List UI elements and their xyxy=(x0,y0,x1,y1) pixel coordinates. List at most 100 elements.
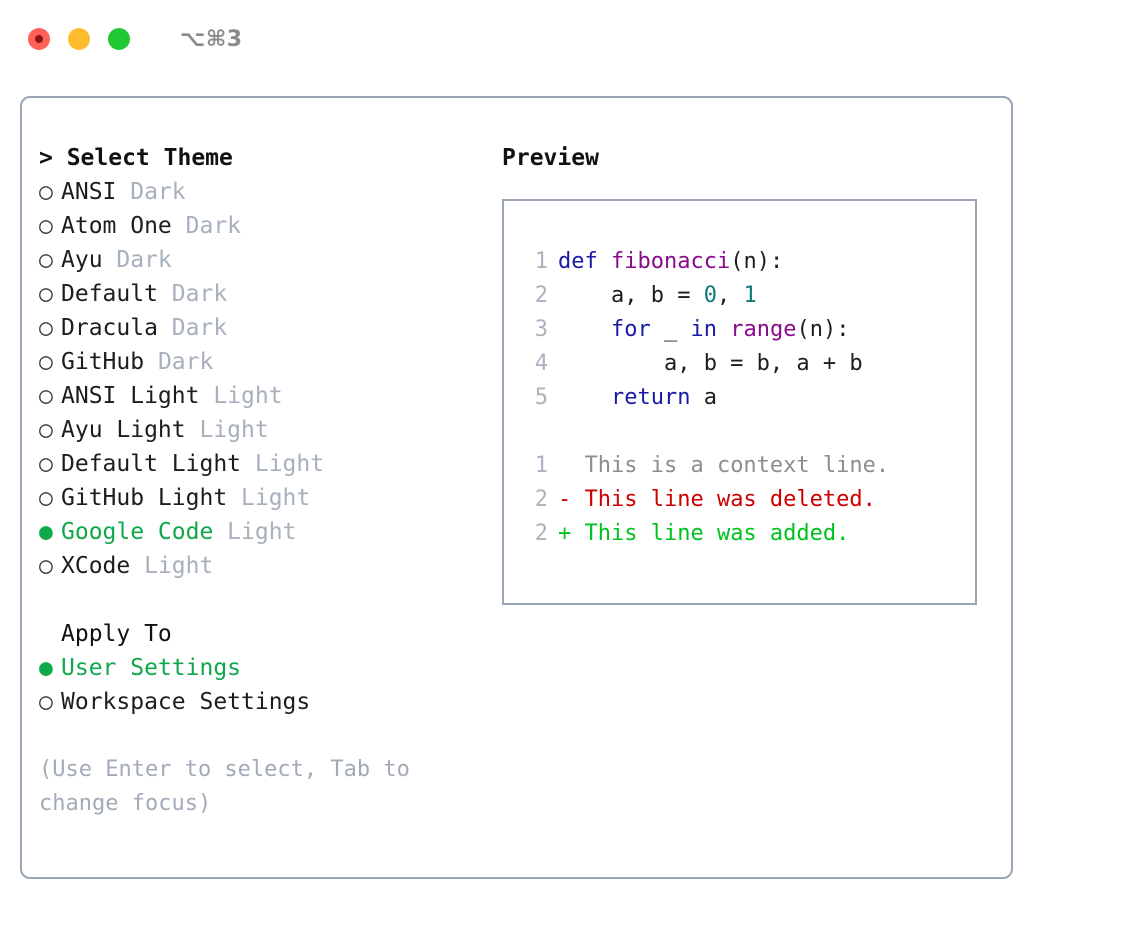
theme-option-label: Default xyxy=(61,281,158,307)
window-titlebar: ⌥⌘3 xyxy=(0,0,1140,78)
theme-option-label: Ayu xyxy=(61,247,103,273)
theme-list: ○ ANSI Dark ○ Atom One Dark ○ Ayu Dark ○ Defaul… xyxy=(39,175,489,583)
theme-option-row[interactable]: ○ ANSI Dark xyxy=(39,175,489,209)
diff-line: 2 + This line was added. xyxy=(504,517,975,551)
theme-option-tag: Dark xyxy=(116,179,186,205)
diff-preview-body: 1 This is a context line. 2- This line wa… xyxy=(504,449,975,551)
code-token: fibonacci xyxy=(610,249,731,274)
radio-unselected-icon: ○ xyxy=(39,179,53,205)
window-minimize-button[interactable] xyxy=(68,28,90,50)
code-token xyxy=(717,317,730,342)
theme-option-row[interactable]: ○ Default Light Light xyxy=(39,447,489,481)
diff-line-number: 1 xyxy=(534,453,548,478)
theme-option-tag: Dark xyxy=(102,247,172,273)
theme-option-label: Default Light xyxy=(61,451,242,477)
theme-option-tag: Dark xyxy=(157,315,228,341)
theme-option-label: Ayu Light xyxy=(61,417,186,443)
code-line-number: 3 xyxy=(534,317,548,342)
apply-to-option-row[interactable]: ○ Workspace Settings xyxy=(39,685,489,719)
radio-unselected-icon: ○ xyxy=(39,247,53,273)
theme-option-label: ANSI Light xyxy=(61,383,200,409)
apply-to-header: Apply To xyxy=(61,621,172,647)
code-token: return xyxy=(610,385,691,410)
diff-line: 1 This is a context line. xyxy=(504,449,975,483)
code-line-number: 5 xyxy=(534,385,548,410)
theme-option-label: Atom One xyxy=(61,213,172,239)
diff-text: This is a context line. xyxy=(571,453,890,478)
theme-selection-column: > Select Theme ○ANSI Dark○Atom One Dark○… xyxy=(39,141,489,821)
code-token: 0 xyxy=(703,283,717,308)
radio-unselected-icon: ○ xyxy=(39,451,53,477)
diff-text: This line was deleted. xyxy=(571,487,876,512)
theme-option-row[interactable]: ○Default Dark xyxy=(39,277,489,311)
window-maximize-button[interactable] xyxy=(108,28,130,50)
code-token: for xyxy=(610,317,651,342)
apply-to-section: Apply To ● User Settings ○ Workspace Settin… xyxy=(39,617,489,719)
theme-option-row[interactable]: ○ Atom One Dark xyxy=(39,209,489,243)
code-token: (n): xyxy=(796,317,850,342)
radio-unselected-icon: ○ xyxy=(39,417,53,443)
preview-title: Preview xyxy=(502,145,599,171)
theme-option-tag: Light xyxy=(185,417,269,443)
code-line: 3 for _ in range(n): xyxy=(504,313,975,347)
theme-option-row[interactable]: ○GitHub Dark xyxy=(39,345,489,379)
code-token: _ xyxy=(650,317,691,342)
code-token: in xyxy=(690,317,717,342)
code-line: 5 return a xyxy=(504,381,975,415)
theme-option-tag: Light xyxy=(213,519,297,545)
code-token: 1 xyxy=(743,283,757,308)
theme-option-label: Dracula xyxy=(61,315,158,341)
code-line-number: 1 xyxy=(534,249,548,274)
radio-unselected-icon: ○ xyxy=(39,383,53,409)
radio-unselected-icon: ○ xyxy=(39,281,53,307)
theme-option-row[interactable]: ○ ANSI Light Light xyxy=(39,379,489,413)
theme-option-tag: Light xyxy=(130,553,214,579)
code-line: 4 a, b = b, a + b xyxy=(504,347,975,381)
diff-marker: - xyxy=(558,487,572,512)
theme-option-row[interactable]: ○ Ayu Dark xyxy=(39,243,489,277)
diff-marker: + xyxy=(558,521,572,546)
radio-unselected-icon: ○ xyxy=(39,485,53,511)
code-token: a xyxy=(690,385,717,410)
theme-option-row[interactable]: ●Google Code Light xyxy=(39,515,489,549)
radio-selected-icon: ● xyxy=(39,655,53,681)
theme-option-label: GitHub xyxy=(61,349,145,375)
theme-option-row[interactable]: ○GitHub Light Light xyxy=(39,481,489,515)
theme-option-label: ANSI xyxy=(61,179,117,205)
code-line-number: 4 xyxy=(534,351,548,376)
theme-picker-panel: > Select Theme ○ANSI Dark○Atom One Dark○… xyxy=(20,96,1013,879)
code-token: a, b = b, a + b xyxy=(558,351,863,376)
code-token: a, b = xyxy=(558,283,704,308)
diff-line-number: 2 xyxy=(534,521,548,546)
theme-option-tag: Dark xyxy=(144,349,214,375)
apply-to-option-row[interactable]: ● User Settings xyxy=(39,651,489,685)
radio-unselected-icon: ○ xyxy=(39,553,53,579)
apply-to-option-label: Workspace Settings xyxy=(61,689,311,715)
code-token: def xyxy=(558,249,611,274)
diff-text: This line was added. xyxy=(571,521,850,546)
code-line-number: 2 xyxy=(534,283,548,308)
code-token xyxy=(558,385,611,410)
radio-unselected-icon: ○ xyxy=(39,689,53,715)
theme-option-tag: Light xyxy=(241,451,325,477)
code-token: range xyxy=(730,317,797,342)
theme-option-row[interactable]: ○Dracula Dark xyxy=(39,311,489,345)
theme-option-tag: Dark xyxy=(171,213,242,239)
theme-option-tag: Light xyxy=(199,383,283,409)
window-close-button[interactable] xyxy=(28,28,50,50)
apply-to-list: ● User Settings ○ Workspace Settings xyxy=(39,651,489,719)
code-line: 2 a, b = 0, 1 xyxy=(504,279,975,313)
theme-option-label: GitHub Light xyxy=(61,485,228,511)
apply-to-option-label: User Settings xyxy=(61,655,242,681)
radio-unselected-icon: ○ xyxy=(39,213,53,239)
theme-option-row[interactable]: ○XCode Light xyxy=(39,549,489,583)
theme-option-label: Google Code xyxy=(61,519,214,545)
code-diff-spacer xyxy=(504,415,975,449)
diff-line-number: 2 xyxy=(534,487,548,512)
theme-option-row[interactable]: ○ Ayu Light Light xyxy=(39,413,489,447)
